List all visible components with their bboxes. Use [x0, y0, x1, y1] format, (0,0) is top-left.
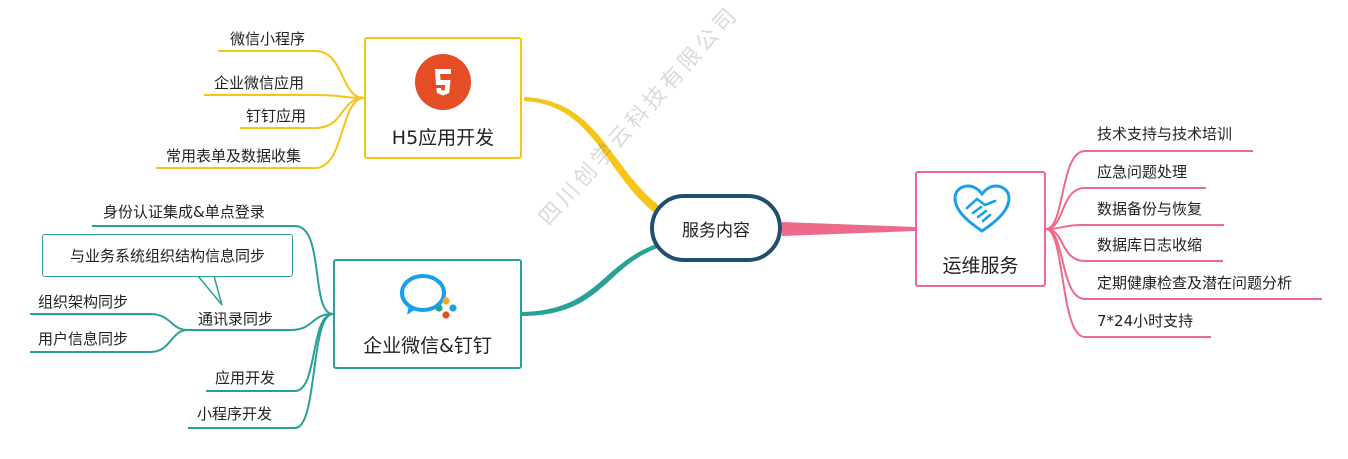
ops-item-log-shrink[interactable]: 数据库日志收缩	[1097, 236, 1203, 254]
link-center-ops	[782, 222, 915, 236]
wecom-title: 企业微信&钉钉	[363, 335, 492, 357]
ops-item-emergency[interactable]: 应急问题处理	[1097, 163, 1188, 181]
wecom-item-app-dev[interactable]: 应用开发	[215, 369, 276, 387]
link-center-wecom	[522, 242, 662, 316]
wecom-node[interactable]: 企业微信&钉钉	[333, 259, 522, 369]
callout-text: 与业务系统组织结构信息同步	[69, 247, 265, 265]
wecom-item-org-sync[interactable]: 组织架构同步	[38, 293, 129, 311]
h5-item-wecom-app[interactable]: 企业微信应用	[214, 74, 305, 92]
wecom-branches	[30, 225, 334, 429]
h5-item-dingtalk-app[interactable]: 钉钉应用	[246, 107, 307, 125]
center-label: 服务内容	[682, 220, 750, 241]
ops-title: 运维服务	[942, 255, 1019, 277]
link-center-h5	[524, 97, 662, 214]
ops-branches	[1045, 150, 1322, 338]
wecom-item-mini-dev[interactable]: 小程序开发	[197, 405, 273, 423]
ops-item-24x7[interactable]: 7*24小时支持	[1097, 312, 1194, 330]
wecom-item-contacts-sync[interactable]: 通讯录同步	[198, 310, 274, 328]
ops-item-health-check[interactable]: 定期健康检查及潜在问题分析	[1097, 274, 1293, 292]
h5-title: H5应用开发	[391, 127, 495, 149]
h5-node[interactable]: H5应用开发	[364, 37, 522, 159]
ops-node[interactable]: 运维服务	[915, 171, 1046, 287]
wecom-chat-icon	[400, 274, 457, 319]
wecom-item-user-sync[interactable]: 用户信息同步	[38, 330, 129, 348]
wecom-item-sso[interactable]: 身份认证集成&单点登录	[103, 203, 265, 221]
h5-item-mini-program[interactable]: 微信小程序	[230, 30, 306, 48]
h5-item-forms[interactable]: 常用表单及数据收集	[166, 147, 302, 165]
ops-item-backup[interactable]: 数据备份与恢复	[1097, 200, 1203, 218]
center-node[interactable]: 服务内容	[650, 194, 782, 262]
handshake-heart-icon	[953, 184, 1011, 233]
wecom-callout: 与业务系统组织结构信息同步	[42, 234, 293, 277]
h5-branches	[156, 50, 365, 169]
callout-tail	[197, 275, 223, 306]
ops-item-support[interactable]: 技术支持与技术培训	[1097, 125, 1233, 143]
html5-icon	[415, 54, 471, 110]
